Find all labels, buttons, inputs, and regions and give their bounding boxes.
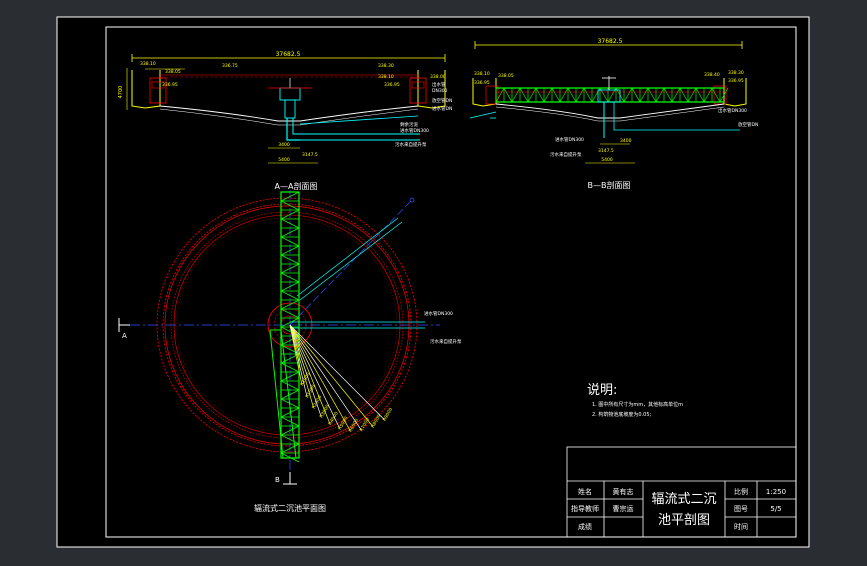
tb-sheet-value: 5/5 bbox=[770, 505, 781, 513]
elev-a-left-3: 336.95 bbox=[162, 82, 178, 88]
tb-sheet-label: 图号 bbox=[734, 505, 748, 513]
tb-name-value: 黄有志 bbox=[613, 487, 634, 496]
section-b: 37682.5 338.10 338.05 336.95 338.40 338.… bbox=[469, 38, 758, 190]
notes-line-1: 1. 图中所有尺寸为mm，其他标高单位m bbox=[592, 401, 683, 408]
section-a-depth-label: 4700 bbox=[118, 86, 124, 99]
section-b-dim-1: 3400 bbox=[620, 138, 632, 144]
section-a-label-6: 进水管DN300 bbox=[400, 127, 429, 134]
tb-grade-label: 成绩 bbox=[578, 522, 592, 531]
elev-b-left-3: 336.95 bbox=[474, 80, 490, 86]
tb-drawing-title-2: 池平剖图 bbox=[658, 513, 710, 528]
notes-title: 说明: bbox=[587, 383, 617, 398]
elev-b-left-2: 338.05 bbox=[498, 73, 514, 79]
tb-date-label: 时间 bbox=[734, 522, 748, 531]
section-a-label-4: 进水管DN bbox=[432, 105, 452, 112]
section-a: 37682.5 4700 338.10 338.05 336.95 336. bbox=[118, 51, 452, 191]
section-b-label-3: 进水管DN300 bbox=[555, 136, 584, 143]
section-b-label-4: 污水来自提升泵 bbox=[550, 151, 582, 158]
elev-a-left-1: 338.10 bbox=[140, 61, 156, 67]
section-a-dim-1: 3400 bbox=[278, 142, 290, 148]
section-b-dim-2: 3147.5 bbox=[598, 148, 614, 154]
elev-a-right-2: 338.10 bbox=[378, 74, 394, 80]
notes-line-2: 2. 构筑物池底坡度为0.05; bbox=[592, 411, 651, 418]
plan-marker-b: B bbox=[275, 476, 280, 484]
tb-scale-value: 1:250 bbox=[766, 488, 786, 496]
section-a-label-2: DN300 bbox=[432, 88, 448, 94]
elev-a-left-2: 338.05 bbox=[165, 69, 181, 75]
tb-advisor-label: 指导教师 bbox=[571, 504, 599, 513]
plan-pipe-label-2: 污水来自提升泵 bbox=[430, 338, 462, 345]
outer-frame bbox=[56, 16, 810, 548]
inner-frame bbox=[105, 26, 797, 538]
section-b-label-1: 出水管DN300 bbox=[718, 107, 747, 114]
drawing-sheet bbox=[57, 17, 809, 547]
plan-pipe-label-1: 进水管DN300 bbox=[424, 310, 453, 317]
section-a-dim-3: 3147.5 bbox=[302, 152, 318, 158]
section-b-total-dim: 37682.5 bbox=[598, 38, 623, 45]
notes: 说明: 1. 图中所有尺寸为mm，其他标高单位m 2. 构筑物池底坡度为0.05… bbox=[587, 383, 683, 418]
section-b-label-2: 放空管DN bbox=[738, 121, 758, 128]
plan-title: 辐流式二沉池平面图 bbox=[254, 503, 326, 513]
elev-a-mid: 336.75 bbox=[222, 63, 238, 69]
plan-marker-a: A bbox=[122, 332, 127, 340]
section-a-dim-2: 5400 bbox=[278, 157, 290, 163]
elev-b-right-3: 336.95 bbox=[728, 78, 744, 84]
section-a-total-dim: 37682.5 bbox=[276, 51, 301, 58]
section-a-label-7: 污水来自提升泵 bbox=[395, 141, 427, 148]
section-b-dim-3: 5400 bbox=[601, 157, 613, 163]
elev-b-right-2: 338.30 bbox=[728, 70, 744, 76]
section-a-label-3: 放空管DN bbox=[432, 97, 452, 104]
section-a-title: A—A剖面图 bbox=[275, 181, 318, 191]
title-block bbox=[566, 446, 797, 538]
tb-advisor-value: 曹宗运 bbox=[613, 504, 634, 513]
section-a-label-5: 剩余污泥 bbox=[400, 121, 418, 128]
section-a-label-1: 出水管 bbox=[432, 81, 446, 88]
elev-a-right-4: 336.95 bbox=[384, 82, 400, 88]
tb-scale-label: 比例 bbox=[734, 487, 748, 496]
elev-a-right-1: 338.30 bbox=[378, 63, 394, 69]
plan-view: A B 进水管DN300 污水来自提升泵 R1000R1500R2000R300… bbox=[118, 190, 462, 513]
section-b-title: B—B剖面图 bbox=[588, 180, 631, 190]
elev-b-left-1: 338.10 bbox=[474, 71, 490, 77]
elev-a-right-3: 338.00 bbox=[430, 74, 446, 80]
tb-name-label: 姓名 bbox=[578, 487, 592, 496]
elev-b-right-1: 338.40 bbox=[704, 72, 720, 78]
tb-drawing-title-1: 辐流式二沉 bbox=[651, 492, 716, 507]
